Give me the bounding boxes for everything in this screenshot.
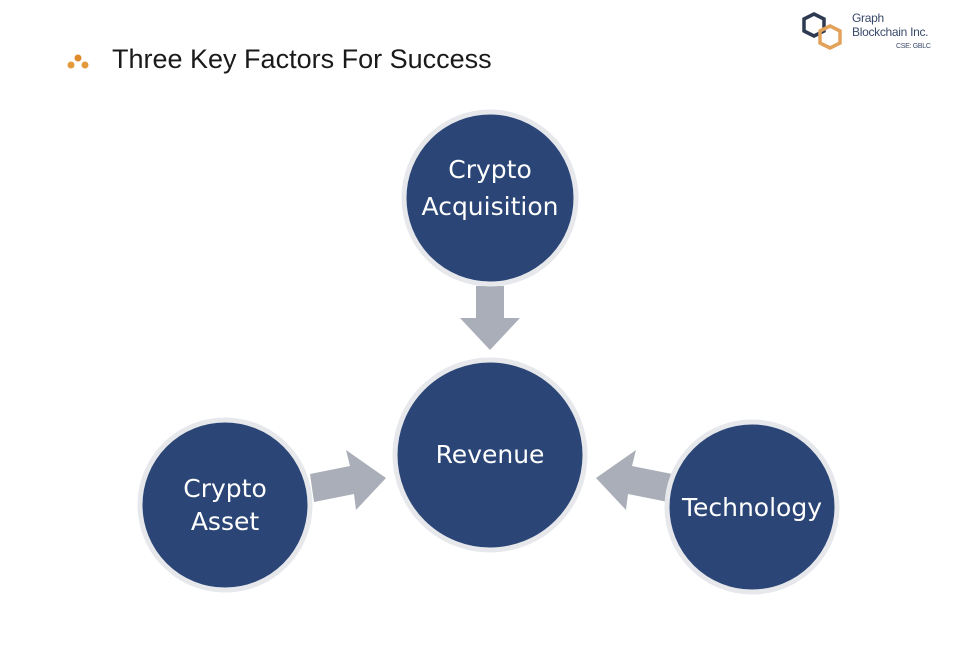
bullet-icon — [67, 54, 89, 69]
logo-line1: Graph — [852, 11, 884, 25]
svg-text:Revenue: Revenue — [436, 440, 545, 469]
node-crypto-acquisition: Crypto Acquisition — [401, 109, 579, 287]
node-label: Technology — [681, 493, 822, 522]
node-revenue: Revenue — [392, 357, 588, 553]
node-label: Crypto — [183, 474, 267, 503]
logo-line2: Blockchain Inc. — [852, 25, 929, 39]
node-label: Crypto — [448, 155, 532, 184]
arrow-left — [596, 450, 672, 510]
arrow-right — [310, 450, 386, 510]
slide-title: Three Key Factors For Success — [112, 44, 492, 74]
logo-line3: CSE: GBLC — [896, 43, 931, 50]
arrow-down — [460, 286, 520, 350]
node-label: Asset — [191, 507, 260, 536]
svg-text:Technology: Technology — [681, 493, 822, 522]
svg-text:Crypto: Crypto — [448, 155, 532, 184]
svg-text:Asset: Asset — [191, 507, 260, 536]
svg-text:Crypto: Crypto — [183, 474, 267, 503]
linked-hexagons-icon — [802, 12, 842, 50]
node-technology: Technology — [664, 419, 840, 595]
node-label: Revenue — [436, 440, 545, 469]
company-logo: Graph Blockchain Inc. CSE: GBLC — [800, 8, 970, 60]
node-crypto-asset: Crypto Asset — [137, 417, 313, 593]
svg-text:Acquisition: Acquisition — [422, 192, 559, 221]
node-label: Acquisition — [422, 192, 559, 221]
